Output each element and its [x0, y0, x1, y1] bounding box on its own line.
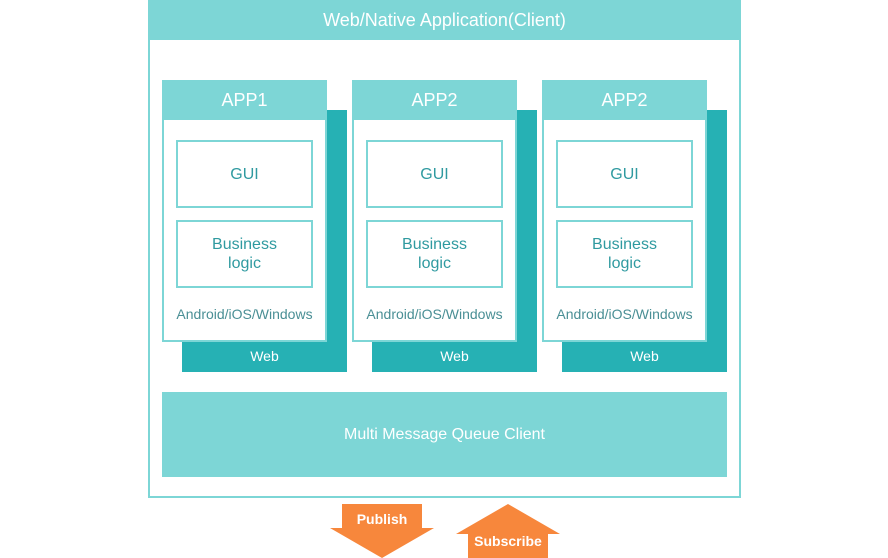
web-label-app3: Web — [630, 348, 659, 364]
platform-label-app2: Android/iOS/Windows — [366, 306, 503, 322]
client-title: Web/Native Application(Client) — [148, 0, 741, 40]
gui-box-app2: GUI — [366, 140, 503, 208]
app-title-app2: APP2 — [352, 80, 517, 120]
business-logic-box-app3: Business logic — [556, 220, 693, 288]
platform-label-app3: Android/iOS/Windows — [556, 306, 693, 322]
gui-box-app3: GUI — [556, 140, 693, 208]
subscribe-label: Subscribe — [474, 533, 542, 549]
publish-label: Publish — [356, 511, 408, 527]
web-label-app2: Web — [440, 348, 469, 364]
platform-label-app1: Android/iOS/Windows — [176, 306, 313, 322]
gui-box-app1: GUI — [176, 140, 313, 208]
app-card-app2 — [352, 80, 517, 342]
app-card-app1 — [162, 80, 327, 342]
app-title-app3: APP2 — [542, 80, 707, 120]
subscribe-arrow-icon — [456, 504, 560, 558]
app-card-app3 — [542, 80, 707, 342]
app-title-app1: APP1 — [162, 80, 327, 120]
web-label-app1: Web — [250, 348, 279, 364]
business-logic-box-app2: Business logic — [366, 220, 503, 288]
publish-arrow-icon — [330, 504, 434, 558]
business-logic-box-app1: Business logic — [176, 220, 313, 288]
message-queue-client: Multi Message Queue Client — [162, 392, 727, 477]
